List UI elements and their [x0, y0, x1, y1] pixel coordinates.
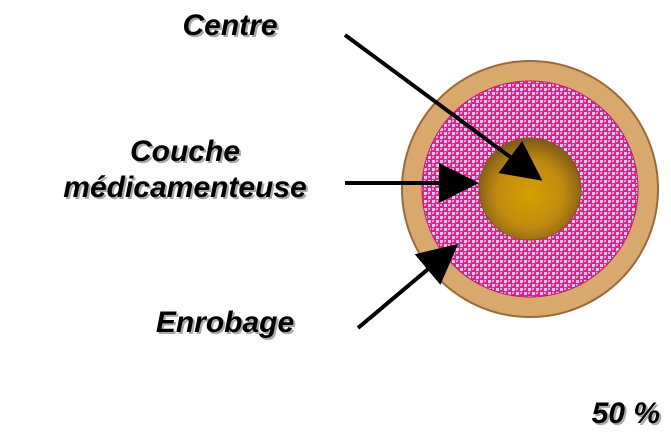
label-centre: Centre — [160, 8, 300, 44]
label-couche-line2: médicamenteuse — [0, 170, 370, 206]
core — [479, 138, 581, 240]
label-percent: 50 % — [520, 396, 670, 432]
label-enrobage: Enrobage — [110, 305, 340, 341]
label-couche-medicamenteuse: Couche médicamenteuse — [0, 134, 370, 206]
arrow-enrobage — [358, 249, 452, 328]
label-couche-line1: Couche — [0, 134, 370, 170]
